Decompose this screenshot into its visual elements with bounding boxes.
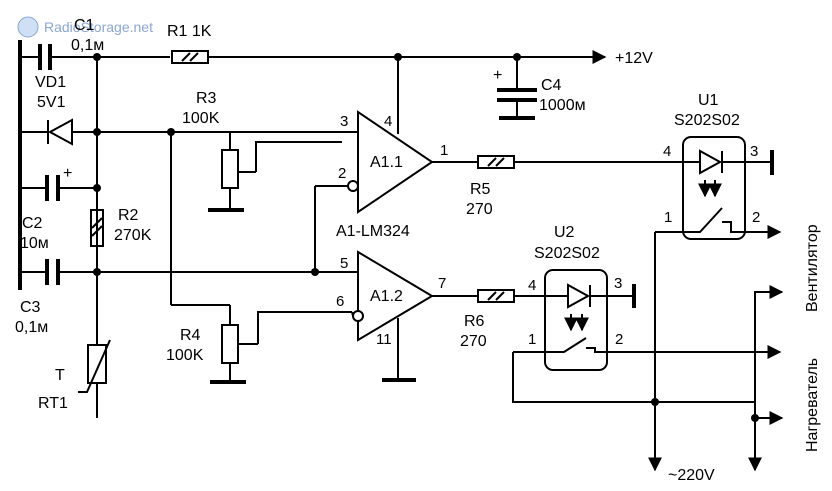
u1-value: S202S02 <box>674 112 740 129</box>
u2-value: S202S02 <box>534 245 600 262</box>
r5-value: 270 <box>466 201 493 218</box>
r6-label: R6 <box>464 313 485 330</box>
u1-pin-4: 4 <box>663 143 671 160</box>
r4-label: R4 <box>180 327 201 344</box>
c1-label: C1 <box>74 17 95 34</box>
capacitor-c3: C3 0,1м <box>15 259 312 336</box>
a12-pin-11: 11 <box>376 331 392 348</box>
u2-label: U2 <box>554 224 575 241</box>
optotriac-u2: U2 S202S02 4 3 1 2 <box>512 224 782 403</box>
capacitor-c2: + C2 10м <box>20 165 97 252</box>
a11-label: A1.1 <box>370 154 403 171</box>
r5-label: R5 <box>470 181 491 198</box>
rt1-t-label: T <box>55 367 65 384</box>
u1-label: U1 <box>698 92 719 109</box>
capacitor-c4: + C4 1000м <box>493 53 586 120</box>
a1-lm324-label: A1-LM324 <box>336 223 410 240</box>
r2-label: R2 <box>118 207 139 224</box>
supply-12v-label: +12V <box>615 50 653 67</box>
zener-vd1: VD1 5V1 <box>20 74 97 146</box>
opamp-a1-2: A1.2 5 6 11 7 <box>312 250 478 382</box>
c4-plus: + <box>493 67 502 84</box>
optotriac-u1: U1 S202S02 4 3 1 2 <box>655 92 782 240</box>
u2-pin-3: 3 <box>614 275 622 292</box>
vd1-value: 5V1 <box>37 94 66 111</box>
fan-label: Вентилятор <box>804 224 821 312</box>
u2-pin-1: 1 <box>528 331 536 348</box>
potentiometer-r3: R3 100K <box>97 90 342 212</box>
mains-wiring: ~220V Вентилятор Нагреватель <box>648 224 821 484</box>
a11-pin-1: 1 <box>440 142 448 159</box>
a12-label: A1.2 <box>370 288 403 305</box>
opamp-a1-1: A1.1 3 4 2 1 <box>311 53 478 276</box>
watermark-logo-icon <box>17 16 39 38</box>
c2-plus: + <box>63 165 72 182</box>
watermark: RadioStorage.net <box>17 16 153 38</box>
r3-label: R3 <box>196 90 217 107</box>
mains-220v-label: ~220V <box>668 467 715 484</box>
heater-label: Нагреватель <box>804 358 821 452</box>
r3-value: 100K <box>182 110 220 127</box>
c2-label: C2 <box>22 215 43 232</box>
a12-pin-7: 7 <box>438 275 446 292</box>
a11-pin-2: 2 <box>338 165 346 182</box>
c3-value: 0,1м <box>15 319 48 336</box>
a12-pin-6: 6 <box>336 293 344 310</box>
potentiometer-r4: R4 100K <box>166 132 352 384</box>
c4-label: C4 <box>541 77 562 94</box>
r2-value: 270K <box>114 227 152 244</box>
capacitor-c1: C1 0,1м <box>20 17 104 70</box>
u2-pin-2: 2 <box>615 331 623 348</box>
rt1-label: RT1 <box>38 395 68 412</box>
resistor-r6: R6 270 <box>460 289 565 350</box>
resistor-r2: R2 270K <box>90 207 152 247</box>
r1-label: R1 1K <box>167 23 212 40</box>
c1-value: 0,1м <box>71 37 104 54</box>
u1-pin-2: 2 <box>752 209 760 226</box>
c2-value: 10м <box>20 235 49 252</box>
resistor-r5: R5 270 <box>466 155 690 218</box>
u1-pin-3: 3 <box>750 143 758 160</box>
c3-label: C3 <box>20 299 41 316</box>
u1-pin-1: 1 <box>664 209 672 226</box>
thermistor-rt1: T RT1 <box>38 339 111 418</box>
r6-value: 270 <box>460 333 487 350</box>
watermark-text: RadioStorage.net <box>44 19 153 35</box>
a11-pin-4: 4 <box>384 113 392 130</box>
c4-value: 1000м <box>539 97 586 114</box>
r4-value: 100K <box>166 347 204 364</box>
a11-pin-3: 3 <box>340 113 348 130</box>
u2-pin-4: 4 <box>528 277 536 294</box>
resistor-r1: R1 1K <box>97 23 607 64</box>
vd1-label: VD1 <box>35 74 66 91</box>
a12-pin-5: 5 <box>340 255 348 272</box>
